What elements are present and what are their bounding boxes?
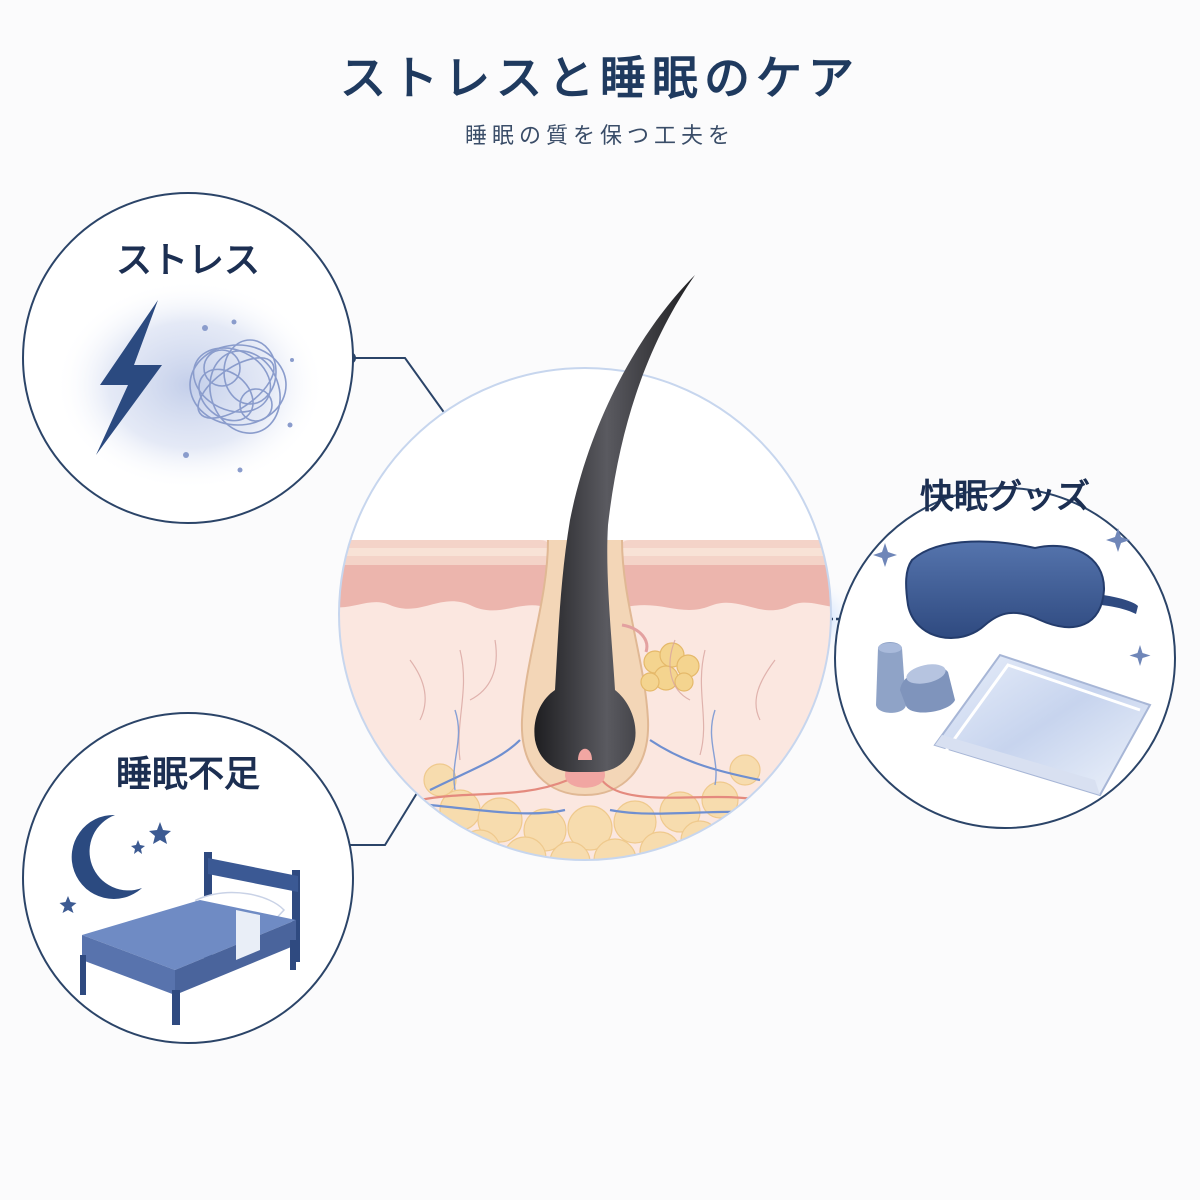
sparkle-icon [873, 528, 1151, 666]
particle-dots [183, 319, 294, 473]
lightning-icon [96, 300, 162, 455]
sleep-goods-panel: 快眠グッズ [834, 477, 1176, 829]
page-title: ストレスと睡眠のケア [340, 51, 860, 105]
crescent-moon-icon [71, 814, 142, 899]
page-subtitle: 睡眠の質を保つ工夫を [464, 124, 735, 149]
eye-mask-icon [905, 540, 1138, 639]
star-icon [59, 822, 171, 913]
earplugs-icon [876, 642, 955, 713]
stress-panel: ストレス [22, 192, 354, 524]
sleep-goods-label: 快眠グッズ [920, 477, 1090, 517]
stress-label: ストレス [116, 240, 260, 281]
pillowcase-icon [933, 653, 1152, 797]
sleep-deprivation-panel: 睡眠不足 [22, 712, 354, 1044]
tangled-lines-icon [189, 339, 287, 434]
sleep-deprivation-label: 睡眠不足 [116, 754, 260, 795]
bed-icon [80, 852, 300, 1025]
hair-follicle-illustration [338, 275, 832, 861]
connector-stress [344, 352, 449, 419]
